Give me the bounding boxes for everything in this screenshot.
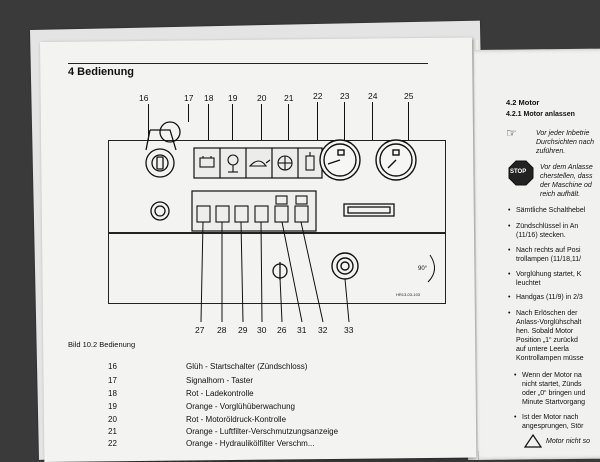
bullet-icon: •	[508, 207, 511, 214]
callout-20: 20	[257, 93, 267, 103]
callout-29: 29	[238, 325, 248, 335]
note-line: reich aufhält.	[540, 191, 581, 198]
callout-26: 26	[277, 325, 287, 335]
leader-16	[148, 104, 149, 144]
bullet-line: Kontrollampen müsse	[516, 355, 584, 362]
callout-25: 25	[404, 91, 414, 101]
bullet-icon: •	[508, 310, 511, 317]
bullet-line: Wenn der Motor na	[522, 372, 582, 379]
leader-18	[208, 104, 209, 148]
right-subheading: 4.2.1 Motor anlassen	[506, 111, 575, 118]
note-line: cherstellen, dass	[540, 173, 593, 180]
figure-caption: Bild 10.2 Bedienung	[68, 340, 136, 349]
leader-17	[188, 104, 189, 122]
note-line: Vor jeder Inbetrie	[536, 130, 590, 137]
bullet-line: Vorglühung startet, K	[516, 271, 582, 278]
bullet-icon: •	[508, 271, 511, 278]
bullet-line: Nach rechts auf Posi	[516, 247, 581, 254]
callout-31: 31	[297, 325, 307, 335]
leader-21	[288, 104, 289, 148]
leader-23	[344, 102, 345, 144]
bullet-line: Ist der Motor nach	[522, 414, 579, 421]
stop-sign-icon	[508, 160, 534, 186]
stop-label: STOP	[510, 169, 527, 175]
bullet-line: Position „1“ zurückd	[516, 337, 578, 344]
title-rule	[68, 63, 428, 64]
bullet-line: angesprungen, Stör	[522, 423, 584, 430]
right-heading: 4.2 Motor	[506, 98, 540, 107]
callout-28: 28	[217, 325, 227, 335]
callout-18: 18	[204, 93, 214, 103]
bullet-line: hen. Sobald Motor	[516, 328, 574, 335]
pointing-hand-icon: ☞	[506, 126, 517, 140]
warning-text: Motor nicht so	[546, 438, 590, 445]
bullet-line: auf untere Leerla	[516, 346, 569, 353]
callout-30: 30	[257, 325, 267, 335]
note-line: Durchsichten nach	[536, 139, 594, 146]
panel-divider	[108, 232, 446, 234]
bullet-line: Handgas (11/9) in 2/3	[516, 294, 583, 301]
leader-20	[261, 104, 262, 148]
callout-17: 17	[184, 93, 194, 103]
warning-triangle-icon	[524, 434, 542, 448]
bullet-icon: •	[508, 247, 511, 254]
bullet-line: (11/16) stecken.	[516, 232, 566, 239]
bullet-line: trollampen (11/18,11/	[516, 256, 582, 263]
bullet-line: nicht startet, Zünds	[522, 381, 582, 388]
bullet-line: Sämtliche Schalthebel	[516, 207, 586, 214]
callout-33: 33	[344, 325, 354, 335]
rotation-label: 90°	[418, 266, 428, 272]
instrument-panel	[108, 140, 446, 304]
bullet-icon: •	[514, 372, 517, 379]
callout-27: 27	[195, 325, 205, 335]
bullet-line: oder „0“ bringen und	[522, 390, 586, 397]
callout-24: 24	[368, 91, 378, 101]
bullet-line: Zündschlüssel in An	[516, 223, 579, 230]
bullet-line: Anlass-Vorglühschalt	[516, 319, 582, 326]
note-line: Vor dem Anlasse	[540, 164, 593, 171]
bullet-line: Minute Startvorgang	[522, 399, 586, 406]
note-line: zuführen.	[536, 148, 566, 155]
callout-19: 19	[228, 93, 238, 103]
callout-22: 22	[313, 91, 323, 101]
bullet-line: Nach Erlöschen der	[516, 310, 578, 317]
bullet-line: leuchtet	[516, 280, 541, 287]
bullet-icon: •	[514, 414, 517, 421]
leader-22	[317, 102, 318, 148]
bullet-icon: •	[508, 294, 511, 301]
bullet-icon: •	[508, 223, 511, 230]
note-line: der Maschine od	[540, 182, 592, 189]
callout-23: 23	[340, 91, 350, 101]
leader-19	[232, 104, 233, 148]
image-reference: HR13-03-103	[396, 292, 421, 297]
callout-21: 21	[284, 93, 294, 103]
section-title: 4 Bedienung	[68, 66, 135, 78]
leader-25	[408, 102, 409, 144]
callout-16: 16	[139, 93, 149, 103]
callout-32: 32	[318, 325, 328, 335]
